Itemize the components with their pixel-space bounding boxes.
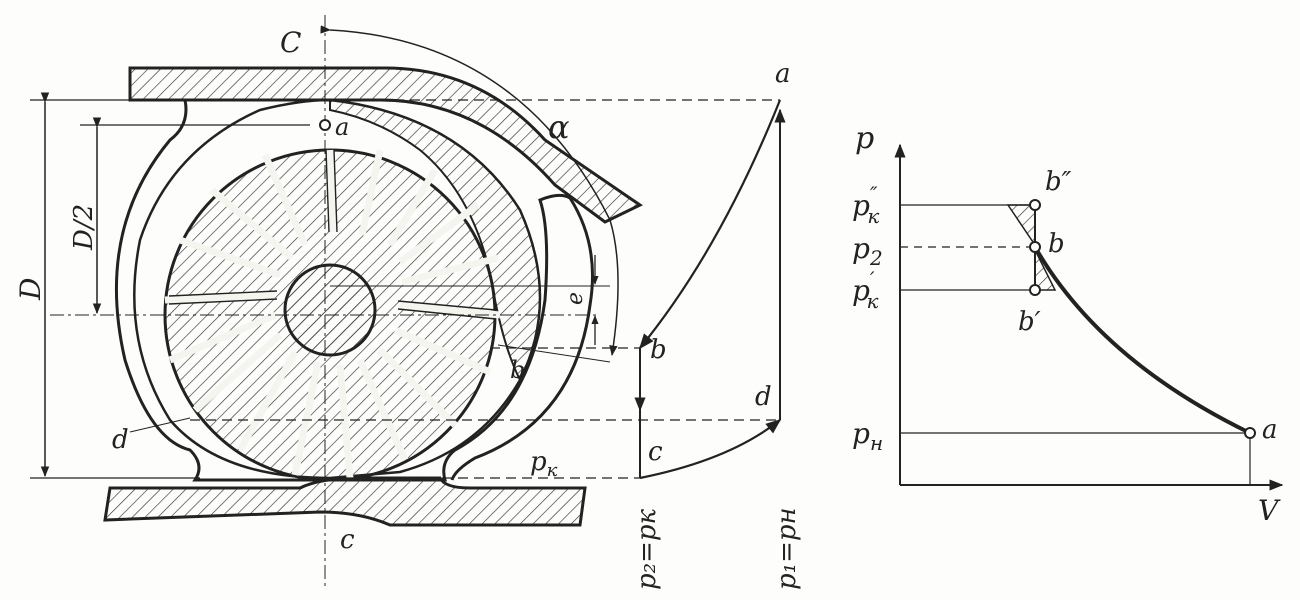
pv-label-pk2: p″к [852,182,879,228]
pv-label-a: a [1262,415,1278,445]
pv-point-b2 [1029,199,1041,211]
alpha-arc [320,25,619,357]
label-e: e [563,292,588,305]
label-p1-eq-pn: p₁=pн [772,507,802,590]
pv-hatched-triangle-lower [1034,249,1057,291]
label-C-top: C [280,26,301,59]
point-a-marker [319,119,331,131]
cycle-label-d: d [755,382,772,412]
pv-label-b1: b′ [1018,307,1041,337]
pv-label-b2: b″ [1045,167,1072,197]
cycle-label-a: a [775,59,791,89]
label-D: D [14,278,47,301]
label-b-rotor: b [510,356,525,384]
curve-c-to-d [639,419,782,480]
pv-label-pn: pн [852,417,883,455]
cycle-label-pk: pк [530,447,558,481]
label-D-half: D/2 [69,204,99,251]
pv-label-V-axis: V [1258,494,1281,527]
label-p2-eq-pk: p₂=pк [632,509,662,590]
pv-point-b1 [1029,284,1041,296]
pv-diagram: p V b″ b b′ a p″к p2 p′к pн [852,121,1284,527]
d-leader [129,417,191,433]
label-c-bottom: c [340,525,355,555]
bottom-housing-wall [103,476,587,527]
pv-hatched-triangle [1006,204,1036,248]
shaft [283,263,377,357]
pv-point-a [1244,427,1256,439]
b-leader [497,344,611,363]
pv-label-p2: p2 [852,232,883,270]
pv-label-b: b [1048,229,1065,259]
label-alpha: α [548,108,570,146]
pv-label-p-axis: p [855,121,874,156]
label-a-top: a [335,113,349,141]
pv-compression-curve [1033,246,1251,435]
pressure-cycle: a b c d pк p₂=pк p₁=pн [190,59,802,590]
cycle-label-c: c [648,437,663,467]
pv-point-b [1029,241,1041,253]
pump-section: D D/2 e α C a b d c [14,15,643,590]
pv-label-pk1: p′к [852,267,878,313]
label-d-rotor: d [112,425,129,455]
cycle-label-b: b [650,335,667,365]
curve-a-to-b [639,99,782,350]
